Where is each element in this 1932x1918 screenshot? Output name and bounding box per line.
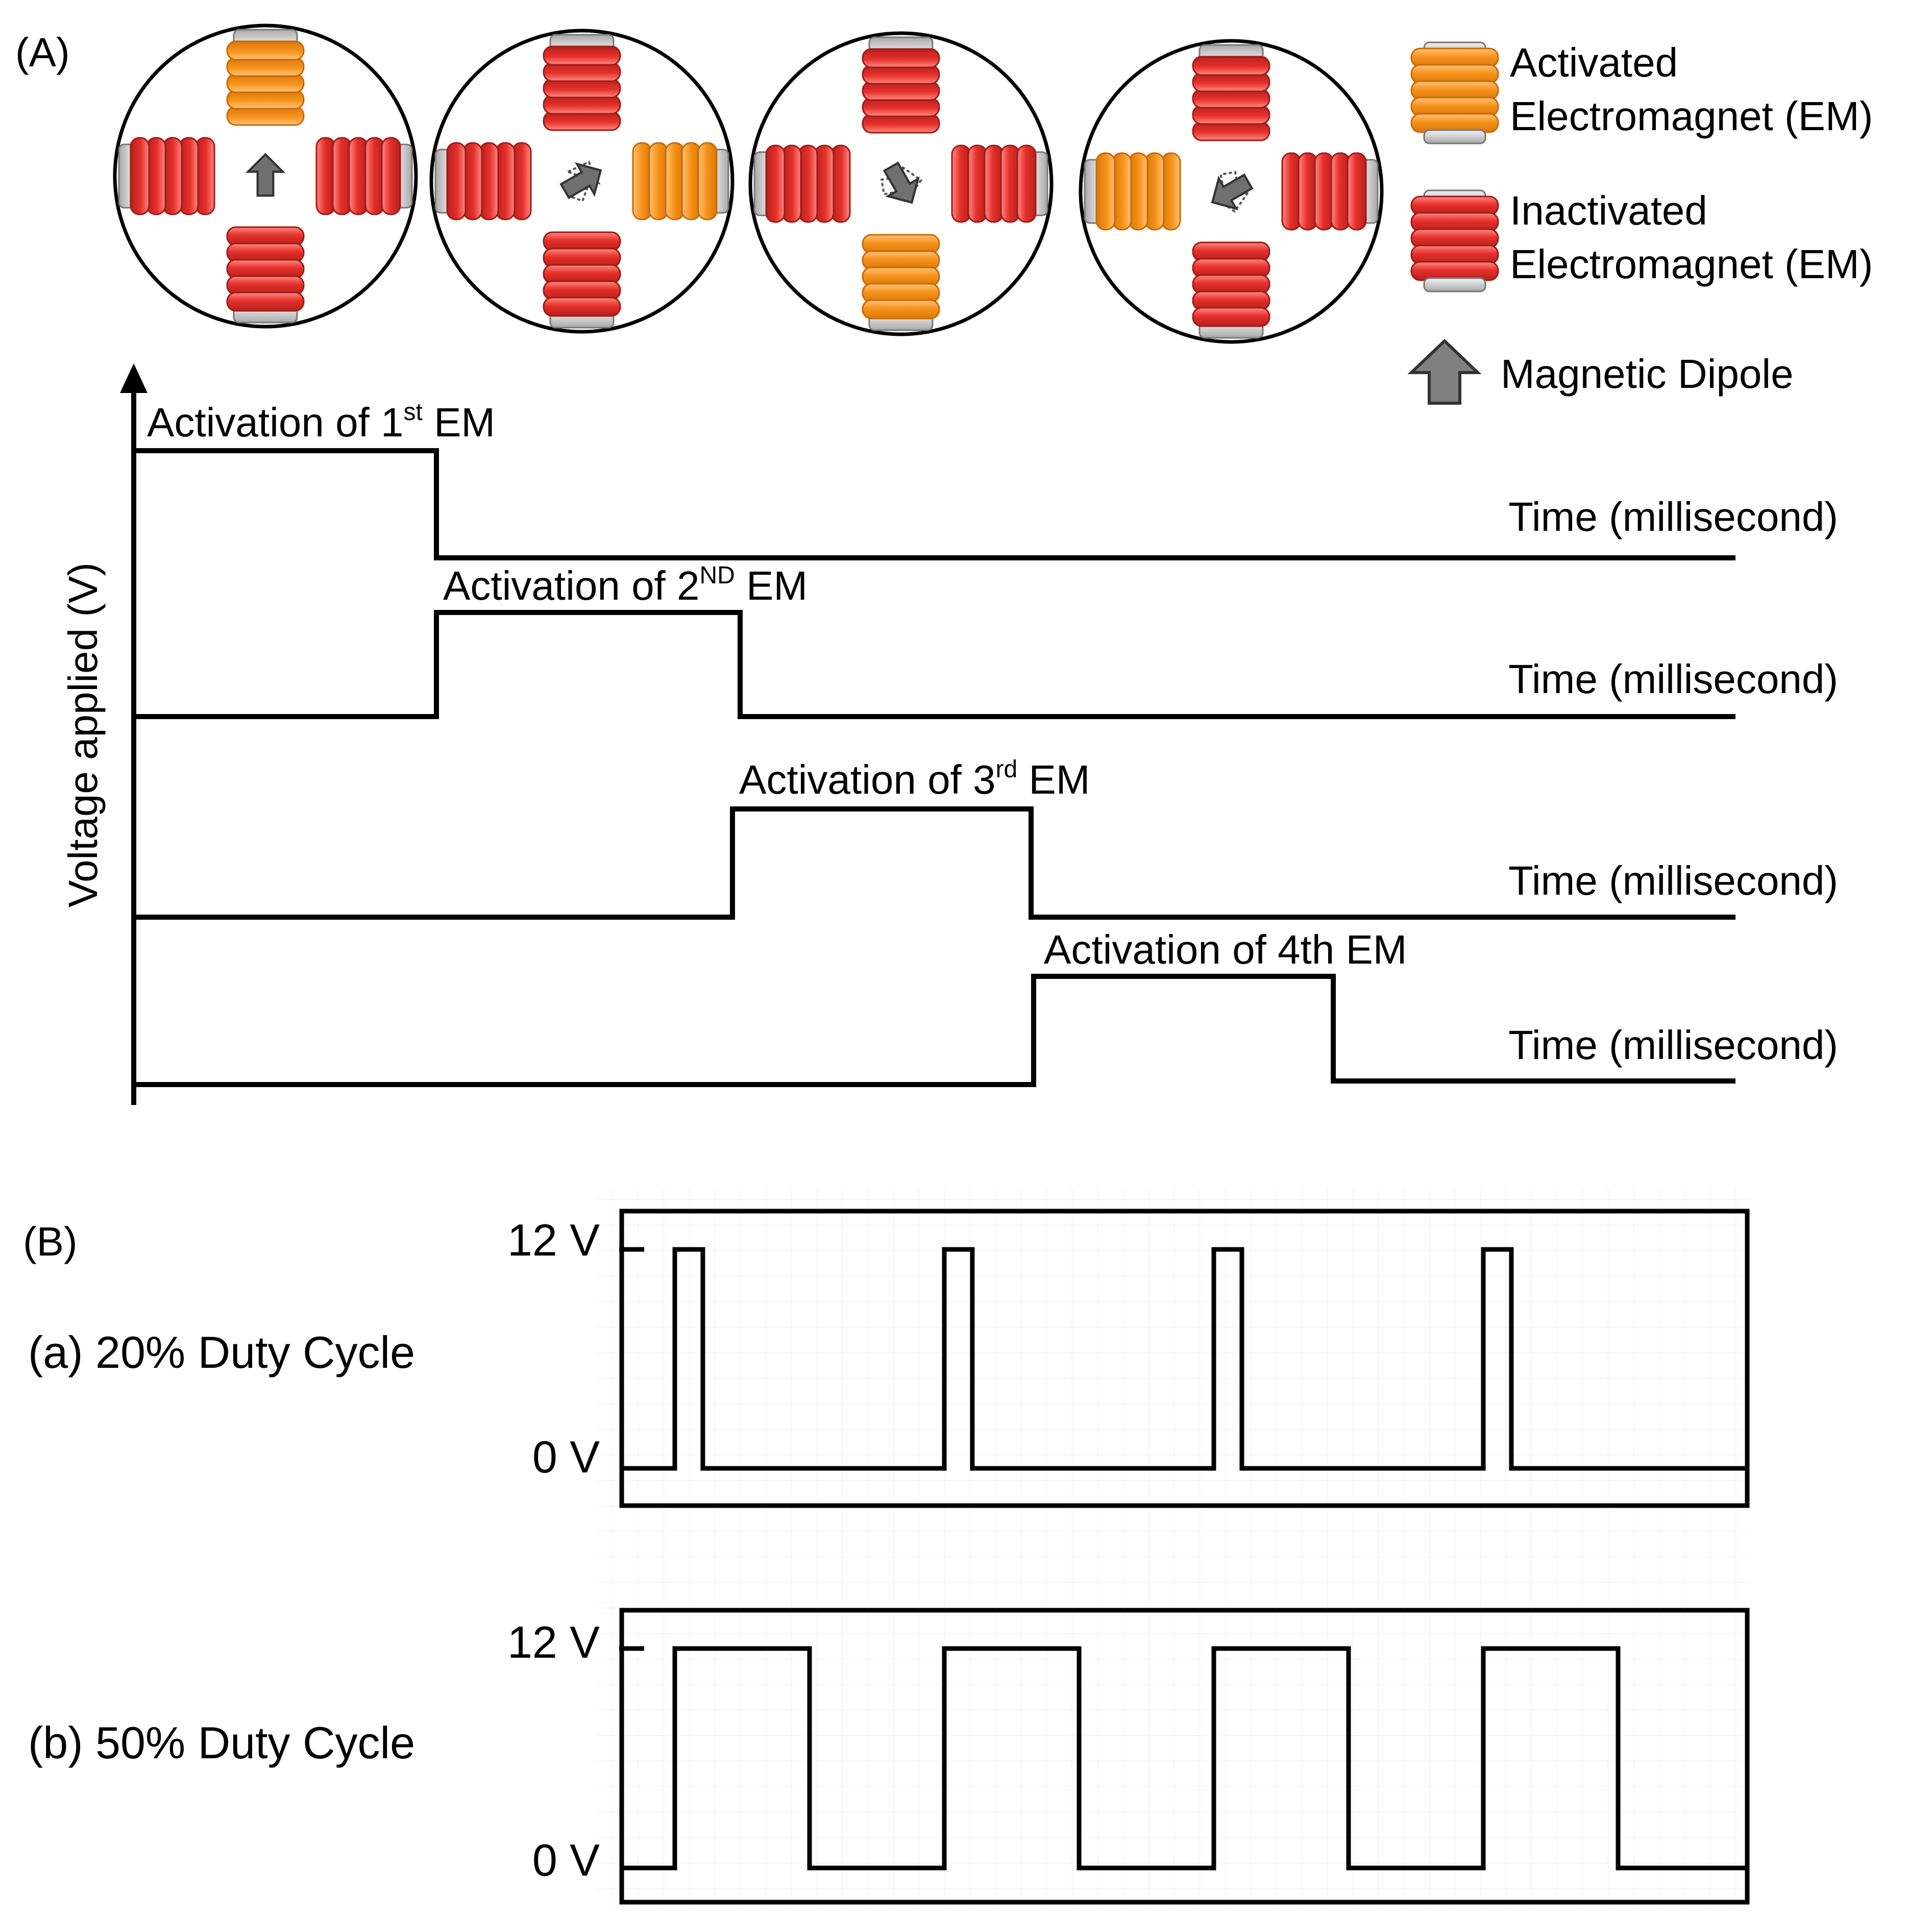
time-label-1: Time (millisecond) — [1508, 494, 1838, 539]
duty-20-label: (a) 20% Duty Cycle — [28, 1327, 415, 1378]
scope-chart-50 — [619, 1608, 1750, 1905]
waveform-50-percent — [622, 1646, 1747, 1871]
legend-dipole-label: Magnetic Dipole — [1501, 351, 1794, 397]
legend: Activated Electromagnet (EM) Inactivated… — [1407, 40, 1873, 405]
panel-b-label: (B) — [23, 1219, 78, 1264]
scope-background — [597, 1187, 1751, 1911]
rotor-state-1 — [113, 23, 418, 329]
electromagnet-top-icon — [1192, 44, 1270, 141]
rotor-diagram — [113, 23, 1384, 344]
electromagnet-top-icon — [543, 34, 621, 131]
rotor-state-3 — [748, 31, 1054, 336]
y-axis-label: Voltage applied (V) — [60, 562, 106, 907]
legend-inactivated-line1: Inactivated — [1510, 188, 1707, 233]
scope-chart-20 — [619, 1209, 1750, 1508]
scope-frame-20 — [619, 1209, 1750, 1508]
rotor-state-2 — [429, 29, 735, 334]
waveform-em2 — [134, 610, 1735, 719]
magnetic-dipole-icon — [1407, 338, 1482, 405]
magnetic-dipole-icon — [1211, 173, 1254, 211]
activation-2-label: Activation of 2ND EM — [443, 562, 808, 608]
magnetic-dipole-icon — [559, 162, 602, 200]
timing-diagram — [120, 363, 1735, 1105]
electromagnet-top-icon — [226, 29, 305, 126]
inactivated-electromagnet-icon — [1410, 189, 1499, 292]
electromagnet-left-icon — [434, 142, 532, 220]
scope-frame-50 — [619, 1608, 1750, 1905]
electromagnet-right-icon — [1281, 152, 1379, 231]
waveform-20-percent — [622, 1247, 1747, 1471]
electromagnet-bottom-icon — [543, 231, 621, 329]
high-label-b: 12 V — [507, 1617, 600, 1667]
activation-1-label: Activation of 1st EM — [147, 399, 495, 445]
waveform-em1 — [134, 448, 1735, 560]
electromagnet-bottom-icon — [862, 234, 940, 331]
waveform-em3 — [134, 806, 1735, 920]
time-label-4: Time (millisecond) — [1508, 1022, 1838, 1068]
magnetic-dipole-icon — [883, 161, 920, 204]
electromagnet-right-icon — [632, 142, 729, 220]
waveform-em4 — [134, 974, 1735, 1087]
time-label-2: Time (millisecond) — [1508, 656, 1838, 702]
electromagnet-right-icon — [315, 137, 413, 215]
low-label-b: 0 V — [532, 1835, 600, 1885]
electromagnet-bottom-icon — [226, 226, 305, 324]
duty-50-label: (b) 50% Duty Cycle — [28, 1717, 415, 1768]
time-label-3: Time (millisecond) — [1508, 858, 1838, 903]
magnetic-dipole-icon — [245, 153, 286, 197]
electromagnet-left-icon — [1084, 152, 1181, 231]
y-axis-arrow-icon — [120, 363, 148, 393]
legend-activated-line1: Activated — [1510, 40, 1678, 85]
electromagnet-bottom-icon — [1192, 241, 1270, 339]
high-label-a: 12 V — [507, 1215, 600, 1265]
activation-4-label: Activation of 4th EM — [1044, 927, 1407, 972]
legend-activated-line2: Electromagnet (EM) — [1510, 93, 1873, 139]
legend-inactivated-line2: Electromagnet (EM) — [1510, 241, 1873, 287]
activation-3-label: Activation of 3rd EM — [739, 756, 1090, 802]
electromagnet-left-icon — [753, 144, 851, 223]
rotor-state-4 — [1079, 39, 1384, 344]
activated-electromagnet-icon — [1410, 41, 1499, 144]
electromagnet-left-icon — [118, 137, 215, 215]
electromagnet-right-icon — [951, 144, 1048, 223]
electromagnet-top-icon — [862, 36, 940, 134]
panel-a-label: (A) — [15, 30, 70, 75]
low-label-a: 0 V — [532, 1432, 600, 1482]
